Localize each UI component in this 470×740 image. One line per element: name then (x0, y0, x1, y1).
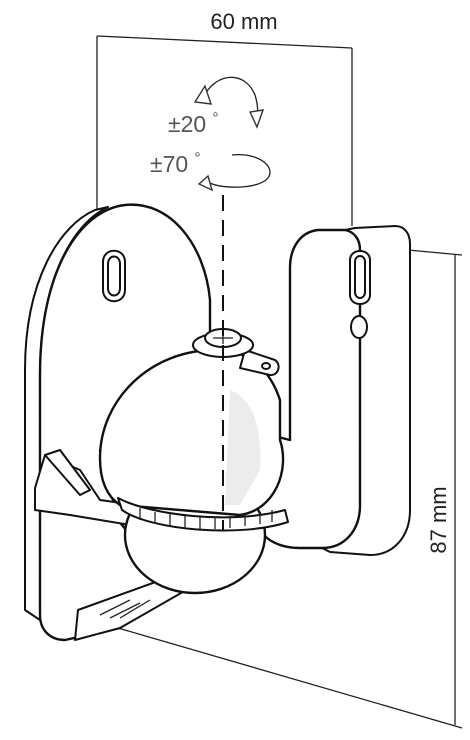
height-label: 87 mm (426, 486, 451, 553)
bracket-clip-fin (44, 449, 91, 496)
swivel-unit: ° (194, 150, 200, 167)
width-dimension: 60 mm (96, 9, 353, 226)
ball-shading (225, 390, 261, 505)
tilt-arrow-left-icon (193, 84, 213, 105)
height-extension-bottom (117, 627, 463, 729)
speaker-plate-slot-inner (354, 255, 366, 299)
speaker-plate-hole (350, 315, 368, 339)
width-label: 60 mm (210, 9, 277, 34)
tilt-value: 20 (181, 111, 207, 137)
swivel-arc (209, 154, 271, 188)
knurled-ring-ticks (139, 508, 273, 529)
bracket-arm (34, 449, 136, 526)
tilt-indicator: ±20 ° (168, 76, 265, 137)
tilt-unit: ° (212, 110, 218, 127)
swivel-arrow-icon (197, 174, 214, 192)
tilt-label: ±20 ° (168, 110, 219, 137)
height-extension-top (407, 249, 463, 256)
wall-plate-hatching (99, 599, 151, 619)
height-dimension: 87 mm (117, 249, 463, 729)
swivel-symbol: ± (150, 151, 163, 177)
swivel-value: 70 (163, 151, 189, 177)
lock-tab-hole (261, 362, 271, 370)
ball-joint (98, 348, 289, 595)
tilt-arc (202, 76, 259, 123)
swivel-label: ±70 ° (150, 150, 201, 177)
wall-plate-slot-inner (107, 255, 121, 297)
width-dimension-line (96, 35, 353, 49)
tilt-arrow-right-icon (248, 109, 265, 129)
swivel-indicator: ±70 ° (150, 150, 271, 192)
tilt-symbol: ± (168, 111, 181, 137)
